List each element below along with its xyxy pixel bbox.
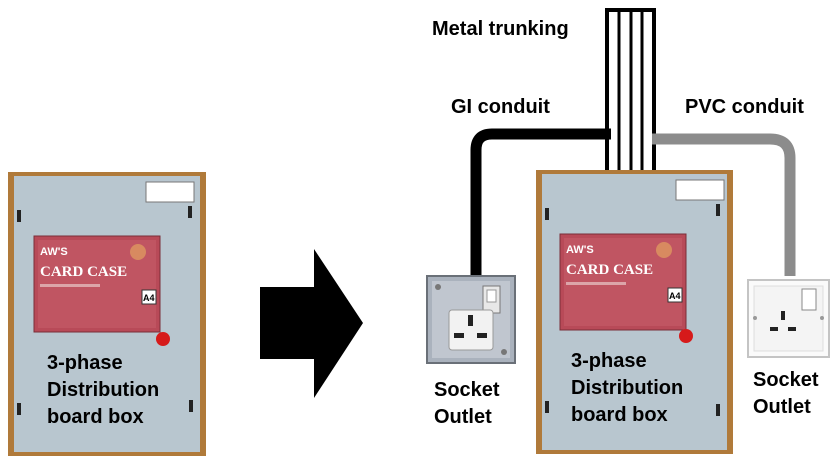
right-distribution-board: AW'S CARD CASE A4 <box>536 170 733 454</box>
left-board-text-line: board box <box>47 406 144 428</box>
right-board-hinge <box>545 401 549 413</box>
right-board-text-line: Distribution <box>571 377 684 399</box>
left-board-label-plate <box>145 181 195 203</box>
right-card-size: A4 <box>669 291 681 301</box>
left-indicator-lamp <box>156 332 170 346</box>
left-card-case: AW'S CARD CASE A4 <box>33 235 161 333</box>
socket-left-line: Socket <box>434 379 500 401</box>
left-card-size: A4 <box>143 293 155 303</box>
right-card-case: AW'S CARD CASE A4 <box>559 233 687 331</box>
metal-trunking <box>605 8 656 177</box>
left-board-hinge <box>188 206 192 218</box>
left-card-title: CARD CASE <box>40 264 127 280</box>
right-board-text-line: board box <box>571 404 668 426</box>
left-card-logo: AW'S <box>40 246 68 258</box>
right-card-logo: AW'S <box>566 244 594 256</box>
right-board-hinge <box>716 404 720 416</box>
pvc-socket-outlet <box>747 279 830 358</box>
left-board-text: 3-phase Distribution board box <box>47 350 159 431</box>
pvc-conduit-label: PVC conduit <box>685 96 804 118</box>
left-board-text-line: 3-phase <box>47 352 123 374</box>
right-card-title: CARD CASE <box>566 262 653 278</box>
right-board-text: 3-phase Distribution board box <box>571 348 683 429</box>
right-board-hinge <box>545 208 549 220</box>
left-board-hinge <box>189 400 193 412</box>
pvc-conduit <box>652 133 796 276</box>
left-board-text-line: Distribution <box>47 379 160 401</box>
left-distribution-board: AW'S CARD CASE A4 <box>8 172 206 456</box>
right-indicator-lamp <box>679 329 693 343</box>
left-board-hinge <box>17 210 21 222</box>
socket-outlet-right-label: Socket Outlet <box>753 367 819 421</box>
right-board-label-plate <box>675 179 725 201</box>
left-board-hinge <box>17 403 21 415</box>
transition-arrow <box>260 249 363 398</box>
metal-socket-outlet <box>426 275 516 364</box>
socket-outlet-left-label: Socket Outlet <box>434 377 500 431</box>
socket-left-line: Outlet <box>434 406 492 428</box>
metal-trunking-label: Metal trunking <box>432 18 569 40</box>
gi-conduit <box>470 128 611 282</box>
right-board-hinge <box>716 204 720 216</box>
right-board-text-line: 3-phase <box>571 350 647 372</box>
socket-right-line: Socket <box>753 369 819 391</box>
gi-conduit-label: GI conduit <box>451 96 550 118</box>
socket-right-line: Outlet <box>753 396 811 418</box>
